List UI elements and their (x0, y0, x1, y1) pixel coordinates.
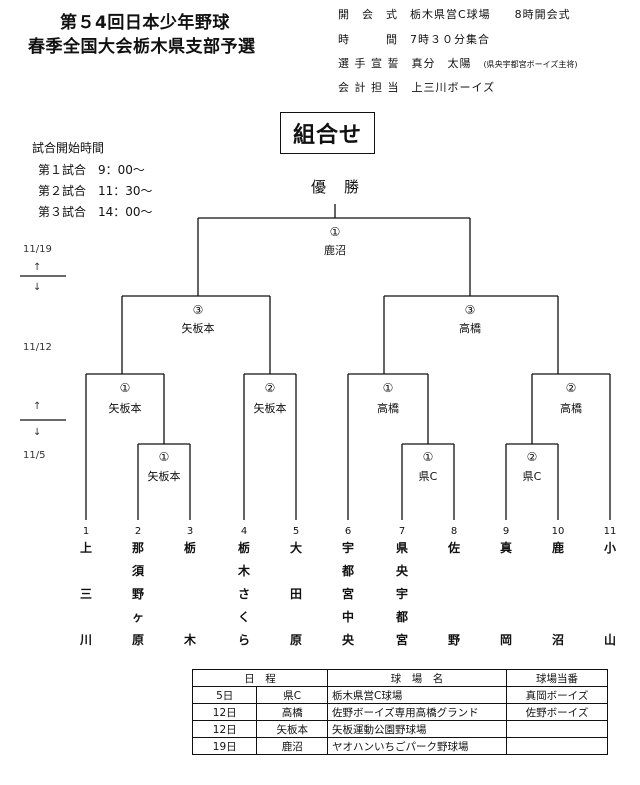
info-value: 7時３０分集合 (410, 33, 490, 46)
info-opening: 開 会 式 栃木県営C球場 8時開会式 (338, 6, 571, 22)
info-label: 会 計 担 当 (338, 81, 400, 94)
final-venue: 鹿沼 (324, 243, 346, 257)
title-line2: 春季全国大会栃木県支部予選 (28, 37, 256, 57)
table-row: 19日 鹿沼 ヤオハンいちごパーク野球場 (191, 737, 608, 755)
team-number: 5 (292, 526, 300, 537)
table-row: 12日 高橋 佐野ボーイズ専用高橋グランド 佐野ボーイズ (191, 703, 608, 721)
team-number: 10 (551, 526, 565, 537)
arrow-up-icon: ↑ (33, 262, 42, 273)
semi-right-circle: ③ (465, 303, 476, 317)
r1b-circle: ① (423, 450, 434, 464)
header-venue: 球 場 名 (327, 669, 507, 687)
team-name-kamisanokawa: 上 三 川 (79, 541, 92, 647)
date-first: 11/5 (23, 450, 46, 461)
qf2-venue: 矢板本 (254, 401, 287, 415)
info-value: 上三川ボーイズ (411, 81, 496, 94)
r1c-circle: ② (527, 450, 538, 464)
team-name-sano: 佐 野 (447, 541, 460, 647)
team-name-tochigisakura: 栃木さくら (237, 541, 250, 647)
qf3-circle: ① (383, 381, 394, 395)
schedule-row-3: 第３試合 14：00～ (38, 205, 153, 219)
table-row: 5日 県C 栃木県営C球場 真岡ボーイズ (191, 686, 608, 704)
team-number: 4 (240, 526, 248, 537)
cell-date: 12日 (191, 720, 258, 738)
kumiawase-box: 組合せ (280, 112, 375, 154)
team-name-kanuma: 鹿 沼 (551, 541, 564, 647)
r1c-venue: 県C (523, 470, 542, 483)
champion-label: 優勝 (311, 178, 377, 196)
schedule-row-1: 第１試合 9：00～ (38, 163, 145, 177)
title-line1: 第５4回日本少年野球 (60, 13, 230, 33)
info-oath: 選 手 宣 誓 真分 太陽 (県央宇都宮ボーイズ主将) (338, 55, 578, 71)
team-number: 3 (186, 526, 194, 537)
header-date: 日 程 (192, 669, 328, 687)
cell-short: 矢板本 (256, 720, 328, 738)
semi-right-venue: 高橋 (459, 321, 481, 335)
arrow-up-icon: ↑ (33, 401, 42, 412)
cell-short: 県C (256, 686, 328, 704)
cell-short: 鹿沼 (256, 737, 328, 755)
info-note: (県央宇都宮ボーイズ主将) (483, 60, 578, 69)
schedule-row-2: 第２試合 11：30～ (38, 184, 153, 198)
info-label: 開 会 式 (338, 8, 398, 21)
team-number: 11 (603, 526, 617, 537)
table-row: 12日 矢板本 矢板運動公園野球場 (191, 720, 608, 738)
info-value: 真分 太陽 (411, 57, 472, 70)
qf3-venue: 高橋 (377, 401, 399, 415)
qf1-venue: 矢板本 (109, 401, 142, 415)
final-circle: ① (330, 225, 341, 239)
r1a-venue: 矢板本 (148, 469, 181, 483)
schedule-heading: 試合開始時間 (32, 141, 105, 155)
bracket-lines (20, 204, 611, 520)
semi-left-circle: ③ (193, 303, 204, 317)
cell-duty (506, 720, 608, 738)
team-number: 7 (398, 526, 406, 537)
qf4-venue: 高橋 (560, 401, 582, 415)
cell-date: 5日 (191, 686, 258, 704)
team-name-tochigi: 栃 木 (183, 541, 196, 647)
cell-date: 12日 (191, 703, 258, 721)
cell-short: 高橋 (256, 703, 328, 721)
qf4-circle: ② (566, 381, 577, 395)
team-number: 2 (134, 526, 142, 537)
team-number: 6 (344, 526, 352, 537)
qf2-circle: ② (265, 381, 276, 395)
cell-venue: 栃木県営C球場 (327, 686, 507, 704)
team-number: 8 (450, 526, 458, 537)
cell-duty: 佐野ボーイズ (506, 703, 608, 721)
info-time: 時 間 7時３０分集合 (338, 31, 490, 47)
r1b-venue: 県C (419, 470, 438, 483)
arrow-down-icon: ↓ (33, 282, 42, 293)
team-name-utsunomiyachuo: 宇都宮中央 (341, 541, 354, 647)
cell-date: 19日 (191, 737, 258, 755)
date-semi: 11/12 (23, 342, 52, 353)
team-name-nasunogahara: 那須野ヶ原 (131, 541, 144, 647)
info-value: 栃木県営C球場 8時開会式 (410, 8, 571, 21)
r1a-circle: ① (159, 450, 170, 464)
cell-venue: ヤオハンいちごパーク野球場 (327, 737, 507, 755)
team-name-oyama: 小 山 (603, 541, 616, 647)
semi-left-venue: 矢板本 (182, 321, 215, 335)
date-final: 11/19 (23, 244, 52, 255)
cell-duty: 真岡ボーイズ (506, 686, 608, 704)
qf1-circle: ① (120, 381, 131, 395)
cell-venue: 矢板運動公園野球場 (327, 720, 507, 738)
info-label: 選 手 宣 誓 (338, 57, 400, 70)
team-name-ootawara: 大 田 原 (289, 541, 302, 647)
info-label: 時 間 (338, 33, 398, 46)
team-number: 1 (82, 526, 90, 537)
table-header-row: 日 程 球 場 名 球場当番 (192, 669, 608, 687)
cell-duty (506, 737, 608, 755)
info-accounting: 会 計 担 当 上三川ボーイズ (338, 79, 495, 95)
team-name-moka: 真 岡 (499, 541, 512, 647)
venue-table: 日 程 球 場 名 球場当番 5日 県C 栃木県営C球場 真岡ボーイズ 12日 … (191, 669, 608, 755)
team-name-kenoutsunomiya: 県央宇都宮 (395, 541, 408, 647)
arrow-down-icon: ↓ (33, 427, 42, 438)
team-number: 9 (502, 526, 510, 537)
header-duty: 球場当番 (506, 669, 608, 687)
cell-venue: 佐野ボーイズ専用高橋グランド (327, 703, 507, 721)
